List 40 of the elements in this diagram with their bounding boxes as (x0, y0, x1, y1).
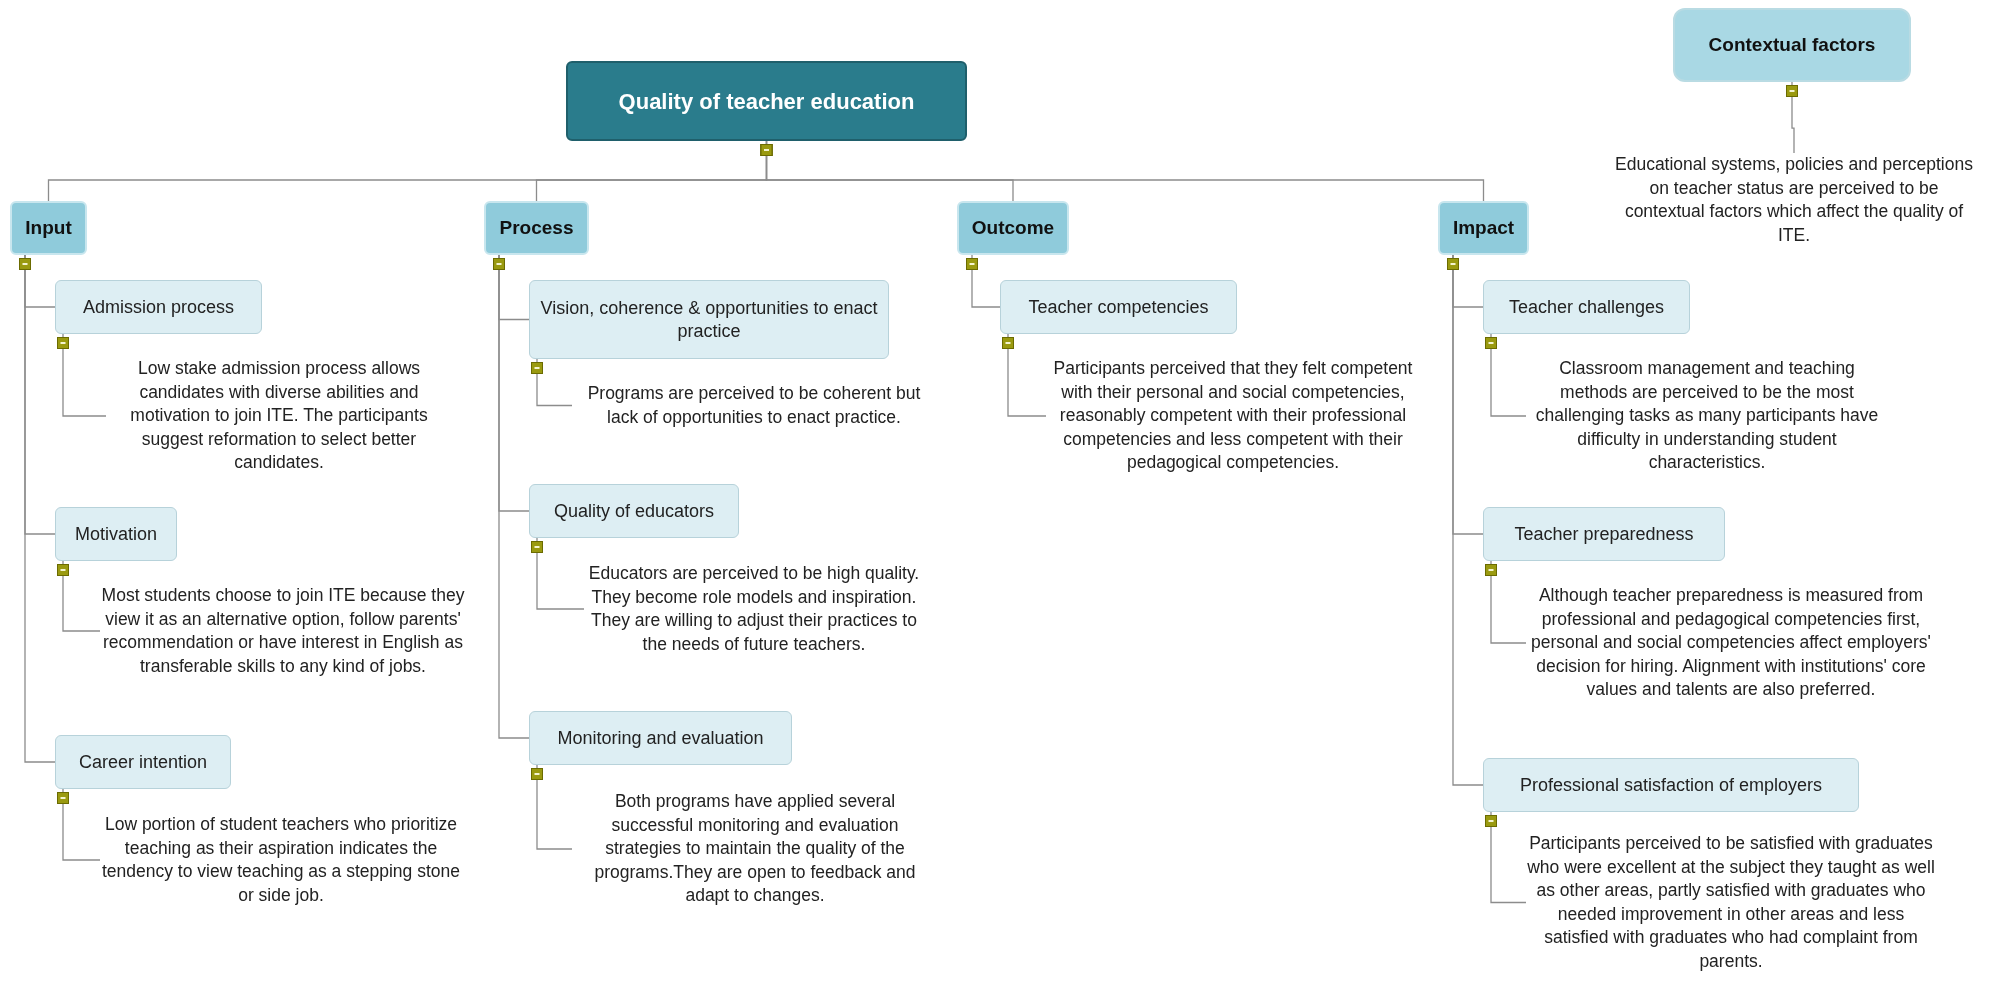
topic-box: Quality of educators (529, 484, 739, 538)
description-text: Participants perceived that they felt competent with their personal and social competencies, reasonably competent with their professional competencies and less competent with their pedagogical competencies. (1046, 357, 1420, 475)
topic-box: Career intention (55, 735, 231, 789)
description-text: Both programs have applied several successful monitoring and evaluation strategies to maintain the quality of the programs.They are open to feedback and adapt to changes. (572, 790, 938, 908)
connector-line (531, 764, 573, 850)
description-text: Low stake admission process allows candidates with diverse abilities and motivation to join ITE. The participants suggest reformation to select better candidates. (106, 357, 452, 475)
connector-line (760, 140, 1485, 202)
topic-box: Contextual factors (1673, 8, 1911, 82)
connector-line (531, 358, 573, 407)
description-text: Participants perceived to be satisfied with graduates who were excellent at the subject they taught as well as other areas, partly satisfied with graduates who needed improvement in other areas and less satisfied with graduates who had complaint from parents. (1526, 832, 1936, 973)
connector-line (57, 560, 101, 632)
description-text: Most students choose to join ITE because they view it as an alternative option, follow parents' recommendation or have interest in English as transferable skills to any kind of jobs. (100, 584, 466, 678)
topic-box: Vision, coherence & opportunities to enact practice (529, 280, 889, 359)
category-box: Impact (1438, 201, 1529, 255)
connector-line (57, 788, 101, 861)
connector-line (1485, 333, 1527, 417)
connector-line (57, 333, 107, 417)
description-text: Educators are perceived to be high quality. They become role models and inspiration. They are willing to adjust their practices to the needs of future teachers. (584, 562, 924, 656)
connector-line (966, 254, 1001, 308)
connector-line (1485, 560, 1527, 644)
topic-box: Teacher challenges (1483, 280, 1690, 334)
connector-line (1786, 81, 1798, 154)
description-text: Programs are perceived to be coherent but lack of opportunities to enact practice. (572, 382, 936, 429)
root-topic-box: Quality of teacher education (566, 61, 967, 141)
description-text: Low portion of student teachers who prioritize teaching as their aspiration indicates the tendency to view teaching as a stepping stone or side job. (100, 813, 462, 907)
description-text: Classroom management and teaching methods are perceived to be the most challenging tasks as many participants have difficulty in understanding student characteristics. (1526, 357, 1888, 475)
connector-line (1485, 811, 1527, 904)
topic-box: Teacher preparedness (1483, 507, 1725, 561)
category-box: Process (484, 201, 589, 255)
topic-box: Admission process (55, 280, 262, 334)
connector-line (531, 537, 585, 610)
description-text: Although teacher preparedness is measured from professional and pedagogical competencies first, personal and social competencies affect employers' decision for hiring. Alignment with institutions' core values and talents are also preferred. (1526, 584, 1936, 702)
topic-box: Teacher competencies (1000, 280, 1237, 334)
description-text: Educational systems, policies and perceptions on teacher status are perceived to be contextual factors which affect the quality of ITE. (1608, 153, 1980, 247)
topic-box: Professional satisfaction of employers (1483, 758, 1859, 812)
topic-box: Motivation (55, 507, 177, 561)
topic-box: Monitoring and evaluation (529, 711, 792, 765)
category-box: Input (10, 201, 87, 255)
connector-line (1002, 333, 1047, 417)
category-box: Outcome (957, 201, 1069, 255)
